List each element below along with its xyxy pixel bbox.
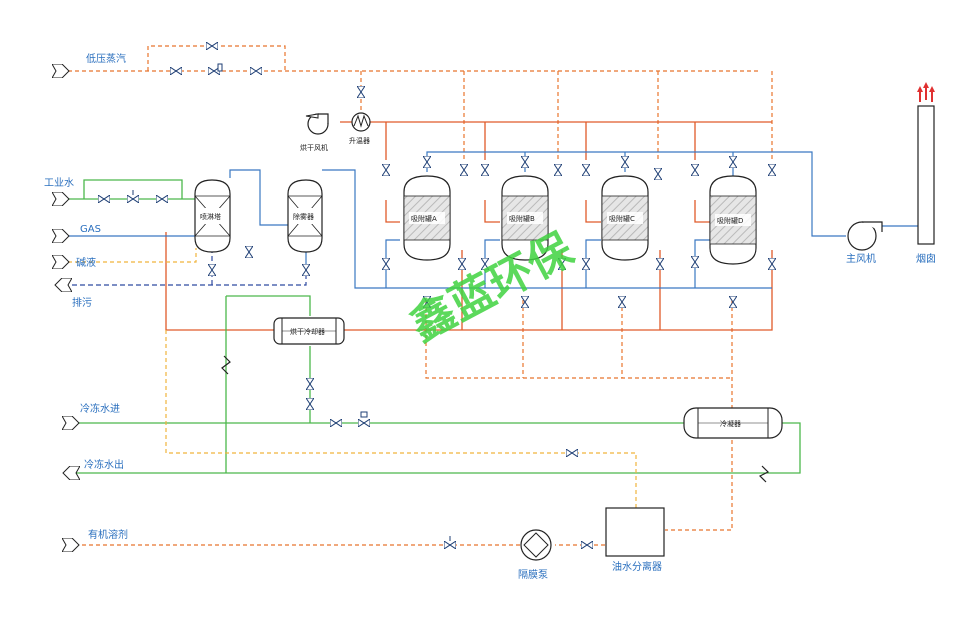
- valve-icon: [357, 86, 365, 98]
- valve-icon: [458, 258, 466, 270]
- adsorber-a: [403, 175, 451, 261]
- water-inlet-icon: [52, 192, 70, 206]
- oil-water-separator: [605, 507, 665, 557]
- valve-icon: [691, 164, 699, 176]
- dryer-fan: [305, 113, 329, 135]
- valve-icon: [729, 296, 737, 308]
- alkali-label: 碱液: [76, 256, 96, 269]
- scrubber-label: 喷淋塔: [200, 212, 221, 221]
- steam-lines: [68, 45, 773, 546]
- valve-icon: [306, 378, 314, 390]
- alkali-inlet-icon: [52, 255, 70, 269]
- heater-label: 升温器: [349, 136, 370, 145]
- adsorber-c-label: 吸附罐C: [609, 214, 635, 223]
- valve-icon: [581, 541, 593, 549]
- demister-label: 除雾器: [293, 212, 314, 221]
- valve-icon: [729, 156, 737, 168]
- control-valve-icon: [358, 419, 370, 427]
- check-valve-icons: [221, 355, 770, 483]
- steam-label: 低压蒸汽: [86, 52, 126, 65]
- valve-icon: [768, 258, 776, 270]
- control-valve-icon: [127, 195, 139, 203]
- valve-icon: [306, 398, 314, 410]
- pump-label: 隔膜泵: [518, 569, 548, 581]
- valve-icon: [206, 42, 218, 50]
- main-fan-label: 主风机: [846, 252, 876, 265]
- gas-inlet-icon: [52, 229, 70, 243]
- dryer-cooler: [273, 317, 345, 345]
- alkali-lines: [68, 248, 637, 508]
- chimney: [917, 82, 935, 245]
- valve-icon: [582, 164, 590, 176]
- main-fan: [847, 221, 883, 251]
- steam-inlet-icon: [52, 64, 70, 78]
- heater: [351, 112, 371, 132]
- chilled-water-inlet-icon: [62, 416, 80, 430]
- condenser-label: 冷凝器: [720, 419, 741, 428]
- valve-icon: [460, 164, 468, 176]
- valve-icon: [481, 164, 489, 176]
- valve-icon: [554, 164, 562, 176]
- chimney-label: 烟囱: [916, 252, 936, 265]
- dryer-fan-label: 烘干风机: [300, 143, 328, 152]
- valve-icon: [691, 256, 699, 268]
- adsorber-d-label: 吸附罐D: [717, 216, 743, 225]
- chilled-out-label: 冷冻水出: [84, 458, 124, 471]
- valve-icon: [302, 264, 310, 276]
- adsorber-d: [709, 175, 757, 265]
- valve-icon: [621, 156, 629, 168]
- valve-icon: [656, 258, 664, 270]
- water-label: 工业水: [44, 177, 74, 189]
- valve-icon: [444, 541, 456, 549]
- adsorber-a-label: 吸附罐A: [411, 214, 437, 223]
- valve-icon: [382, 164, 390, 176]
- water-lines: [68, 179, 801, 474]
- valve-icon: [654, 168, 662, 180]
- valve-icon: [330, 419, 342, 427]
- sewage-outlet-icon: [54, 278, 72, 292]
- chilled-in-label: 冷冻水进: [80, 402, 120, 415]
- diaphragm-pump: [520, 529, 552, 561]
- valve-icon: [382, 258, 390, 270]
- valve-icon: [208, 264, 216, 276]
- adsorber-b: [501, 175, 549, 261]
- adsorber-c: [601, 175, 649, 261]
- valve-icon: [423, 156, 431, 168]
- valve-icon: [566, 449, 578, 457]
- gas-label: GAS: [80, 224, 101, 235]
- valves: [98, 42, 776, 549]
- scrubber-tower: [194, 179, 231, 253]
- valve-icon: [98, 195, 110, 203]
- valve-icon: [521, 156, 529, 168]
- solvent-label: 有机溶剂: [88, 528, 128, 541]
- condenser: [683, 407, 783, 439]
- demister: [287, 179, 323, 253]
- valve-icon: [768, 164, 776, 176]
- separator-label: 油水分离器: [612, 560, 662, 573]
- valve-icon: [245, 246, 253, 258]
- solvent-inlet-icon: [62, 538, 80, 552]
- valve-icon: [170, 67, 182, 75]
- valve-icon: [250, 67, 262, 75]
- valve-icon: [618, 296, 626, 308]
- drain-lines: [72, 248, 307, 286]
- valve-icon: [582, 258, 590, 270]
- valve-icon: [156, 195, 168, 203]
- adsorber-b-label: 吸附罐B: [509, 214, 535, 223]
- sewage-label: 排污: [72, 296, 92, 309]
- dryer-cooler-label: 烘干冷却器: [290, 327, 325, 336]
